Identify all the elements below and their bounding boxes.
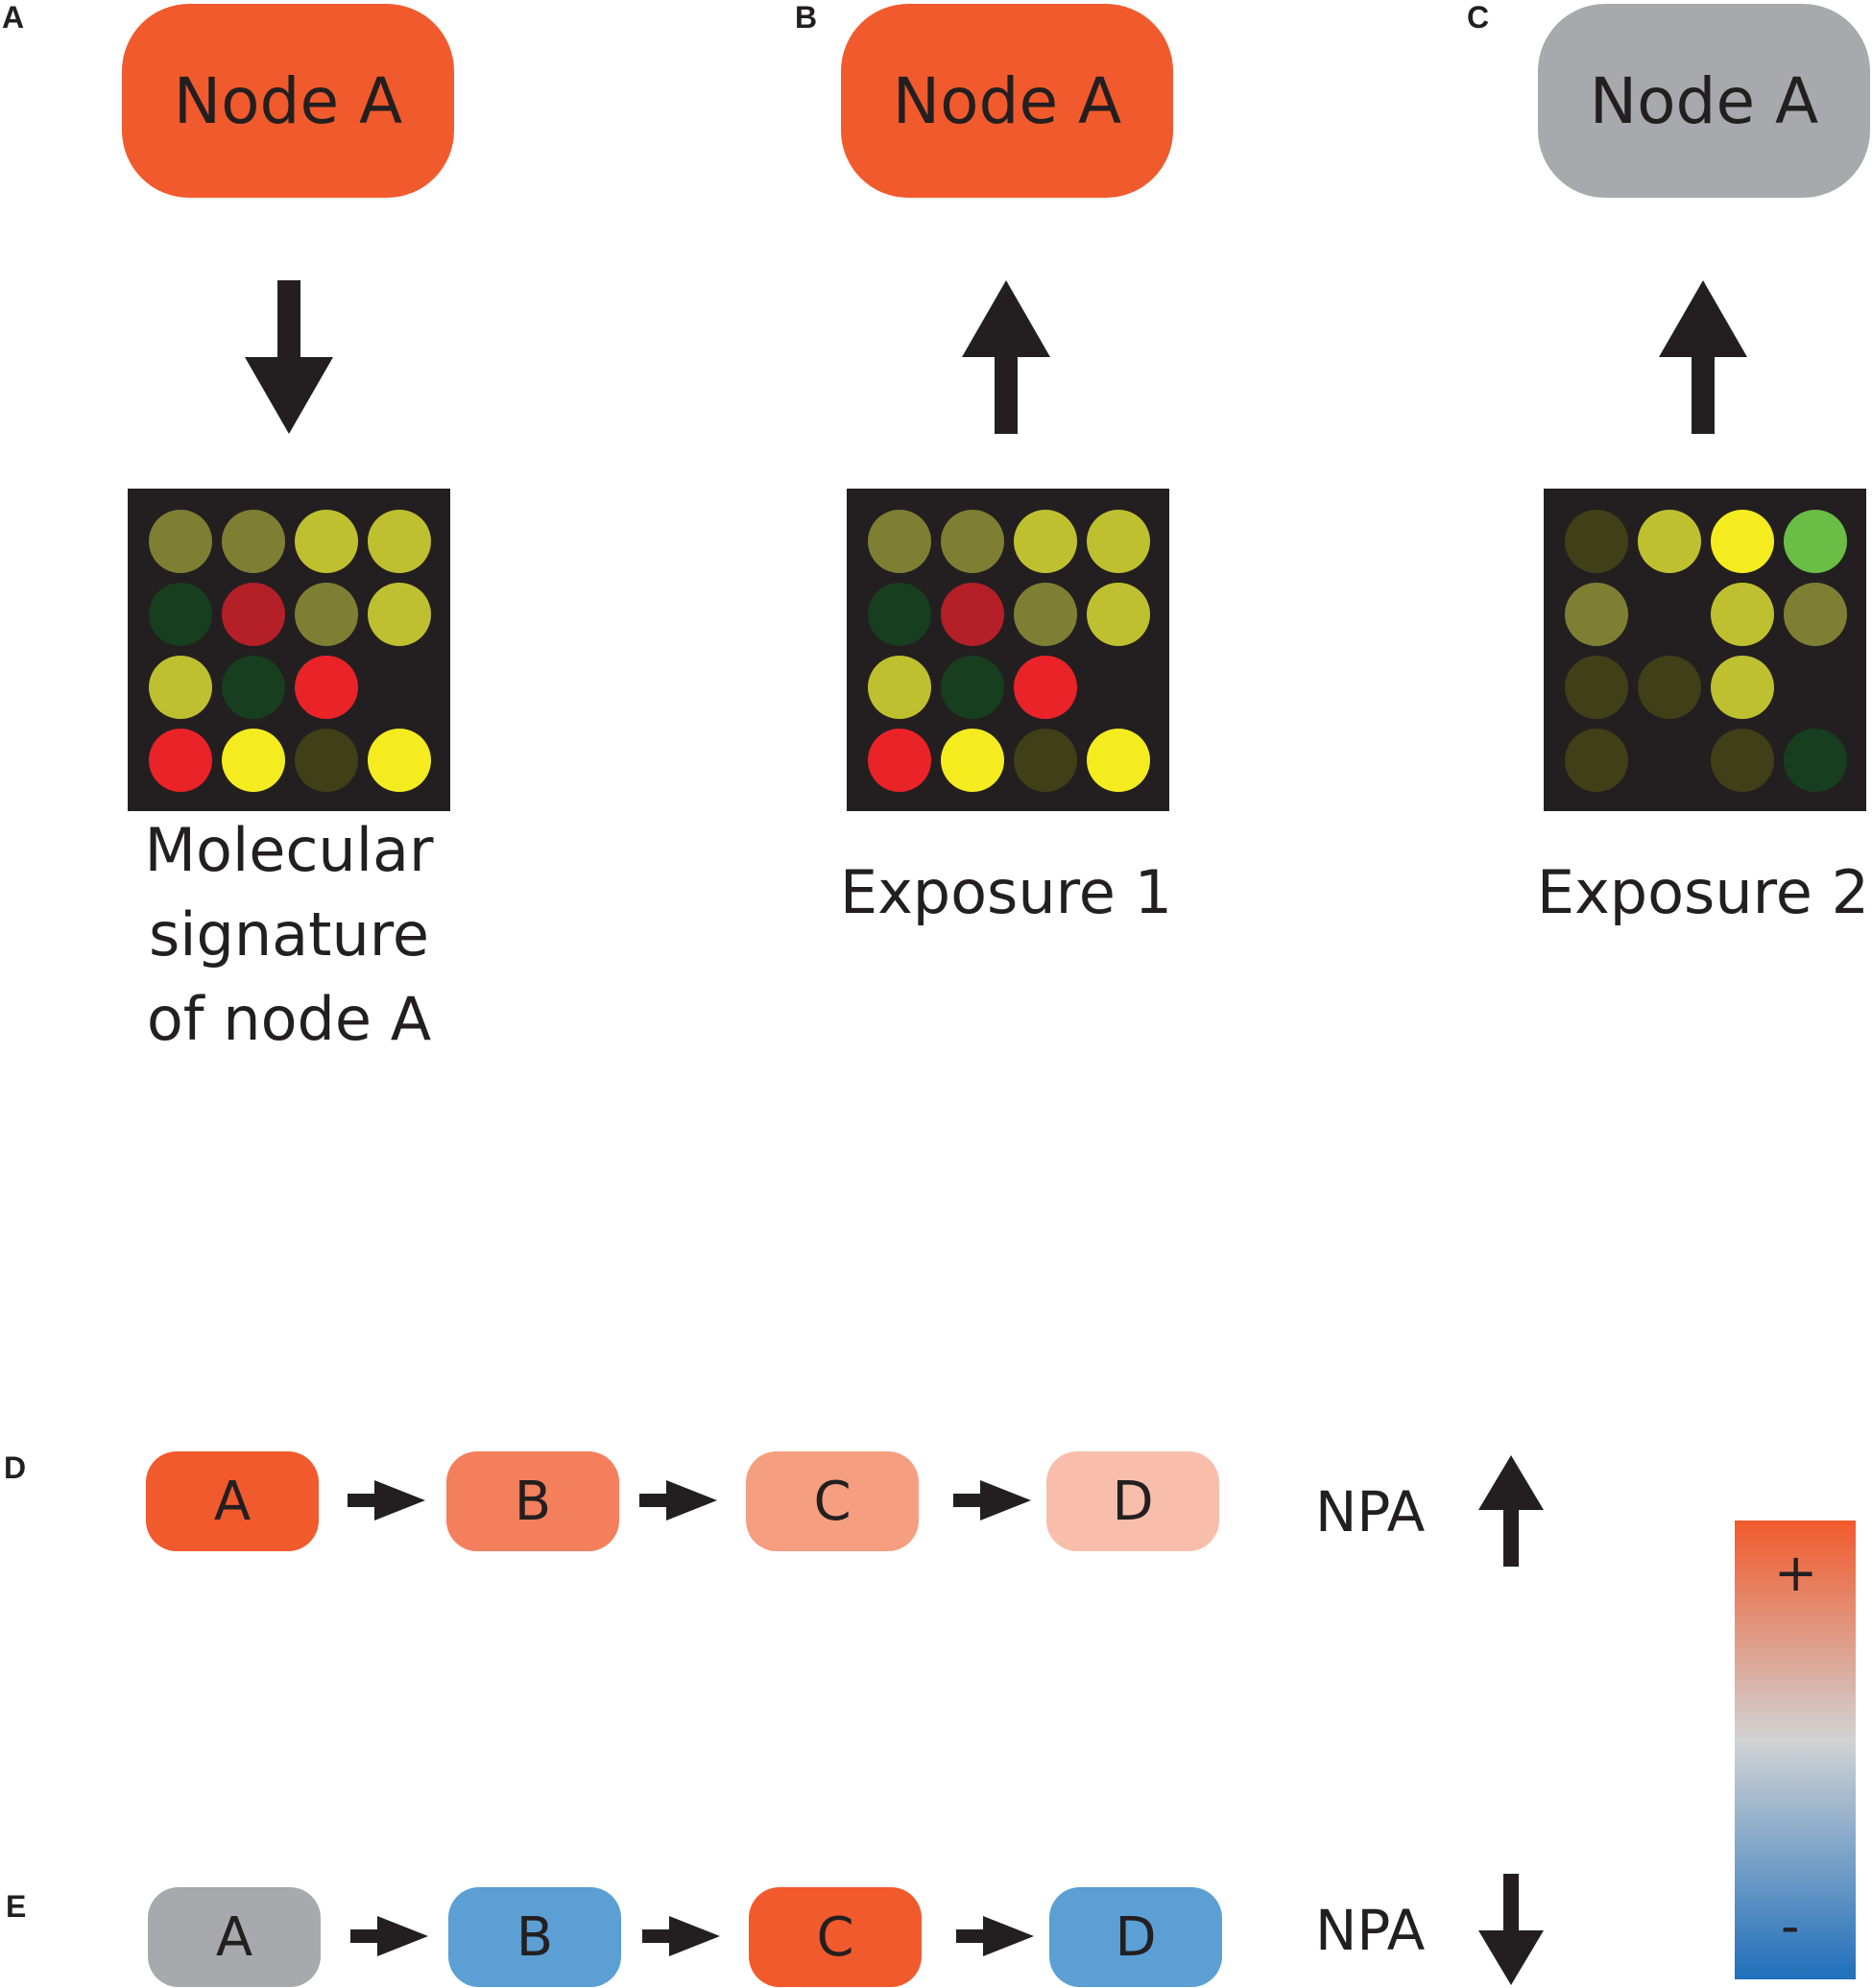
panel-a-spot-r2-c3: [295, 583, 358, 646]
panel-a-caption: Molecular signature of node A: [0, 808, 578, 1062]
panel-b-spot-r4-c4: [1087, 729, 1150, 792]
panel-c-spot-r3-c1: [1565, 656, 1628, 719]
row-d-arrow-2: [639, 1480, 717, 1521]
row-e-node-b: B: [448, 1887, 621, 1987]
row-e-node-a: A: [148, 1887, 321, 1987]
panel-c-node: Node A: [1538, 4, 1870, 198]
panel-a-spot-r1-c2: [222, 510, 285, 573]
row-e-node-c: C: [749, 1887, 922, 1987]
panel-letter-a: A: [2, 0, 25, 35]
panel-a-spot-r4-c1: [149, 729, 212, 792]
row-d-node-b-label: B: [514, 1470, 552, 1533]
panel-b-spot-r3-c2: [941, 656, 1004, 719]
panel-b-spot-r4-c2: [941, 729, 1004, 792]
row-d-arrow-3: [953, 1480, 1031, 1521]
panel-b-spot-r1-c4: [1087, 510, 1150, 573]
row-d-node-a-label: A: [213, 1470, 252, 1533]
panel-b-spot-r1-c1: [868, 510, 931, 573]
panel-b-spot-r4-c1: [868, 729, 931, 792]
panel-letter-c: C: [1467, 0, 1490, 35]
panel-a-spot-r4-c2: [222, 729, 285, 792]
panel-a-spot-r4-c4: [368, 729, 431, 792]
row-e-npa-label: NPA: [1315, 1898, 1426, 1963]
row-e-arrow-3: [956, 1916, 1034, 1956]
row-d-node-b: B: [446, 1451, 619, 1551]
panel-b-spot-r3-c3: [1014, 656, 1077, 719]
panel-b-node-label: Node A: [892, 63, 1122, 138]
panel-a-node: Node A: [122, 4, 454, 198]
panel-a-spot-r3-c2: [222, 656, 285, 719]
panel-a-spot-r1-c1: [149, 510, 212, 573]
panel-a-spot-r3-c1: [149, 656, 212, 719]
panel-b-spot-r4-c3: [1014, 729, 1077, 792]
panel-a-spot-r1-c3: [295, 510, 358, 573]
row-d-node-d: D: [1046, 1451, 1219, 1551]
panel-b-spot-r1-c2: [941, 510, 1004, 573]
panel-letter-b: B: [795, 0, 818, 35]
panel-a-caption-line1: Molecular signature: [144, 815, 434, 970]
panel-b-spot-r1-c3: [1014, 510, 1077, 573]
panel-a-down-arrow: [245, 280, 333, 434]
panel-a-node-label: Node A: [173, 63, 403, 138]
npa-down-arrow: [1478, 1874, 1544, 1985]
color-scale-minus-label: -: [1781, 1896, 1800, 1956]
row-d-node-c: C: [746, 1451, 919, 1551]
panel-c-spot-r4-c4: [1784, 729, 1847, 792]
panel-c-spot-r4-c3: [1711, 729, 1774, 792]
panel-letter-d: D: [4, 1450, 27, 1485]
panel-c-spot-r1-c2: [1638, 510, 1701, 573]
row-d-npa-label: NPA: [1315, 1479, 1426, 1545]
row-e-arrow-2: [642, 1916, 720, 1956]
panel-c-node-label: Node A: [1589, 63, 1819, 138]
panel-b-spot-r3-c1: [868, 656, 931, 719]
panel-c-spot-r4-c1: [1565, 729, 1628, 792]
panel-b-caption: Exposure 1: [839, 857, 1173, 927]
panel-a-spot-r1-c4: [368, 510, 431, 573]
panel-letter-e: E: [6, 1889, 27, 1924]
row-e-node-a-label: A: [215, 1905, 253, 1969]
panel-a-spot-r4-c3: [295, 729, 358, 792]
color-scale-bar: [1735, 1521, 1856, 1979]
panel-c-spot-r2-c3: [1711, 583, 1774, 646]
panel-c-caption: Exposure 2: [1536, 857, 1870, 927]
panel-c-spot-r3-c2: [1638, 656, 1701, 719]
panel-c-spot-r2-c4: [1784, 583, 1847, 646]
panel-b-spot-r2-c2: [941, 583, 1004, 646]
row-e-node-c-label: C: [816, 1905, 854, 1969]
color-scale-plus-label: +: [1774, 1543, 1818, 1603]
row-d-node-a: A: [146, 1451, 319, 1551]
row-d-arrow-1: [348, 1480, 425, 1521]
panel-b-spot-r2-c4: [1087, 583, 1150, 646]
npa-up-arrow: [1478, 1455, 1544, 1567]
panel-b-up-arrow: [962, 280, 1050, 434]
panel-c-spot-r1-c1: [1565, 510, 1628, 573]
row-e-node-d: D: [1049, 1887, 1222, 1987]
panel-c-spot-r2-c1: [1565, 583, 1628, 646]
panel-b-spot-r2-c1: [868, 583, 931, 646]
panel-c-up-arrow: [1659, 280, 1747, 434]
panel-a-spot-r2-c2: [222, 583, 285, 646]
panel-c-spot-r1-c3: [1711, 510, 1774, 573]
row-d-node-c-label: C: [813, 1470, 852, 1533]
panel-c-spot-r3-c3: [1711, 656, 1774, 719]
panel-a-spot-r2-c4: [368, 583, 431, 646]
panel-a-spot-r3-c3: [295, 656, 358, 719]
panel-a-caption-line2: of node A: [146, 984, 432, 1054]
panel-b-spot-r2-c3: [1014, 583, 1077, 646]
row-e-arrow-1: [350, 1916, 428, 1956]
panel-c-spot-r1-c4: [1784, 510, 1847, 573]
row-d-node-d-label: D: [1112, 1470, 1154, 1533]
panel-a-spot-r2-c1: [149, 583, 212, 646]
panel-b-node: Node A: [841, 4, 1173, 198]
row-e-node-b-label: B: [516, 1905, 554, 1969]
row-e-node-d-label: D: [1115, 1905, 1157, 1969]
